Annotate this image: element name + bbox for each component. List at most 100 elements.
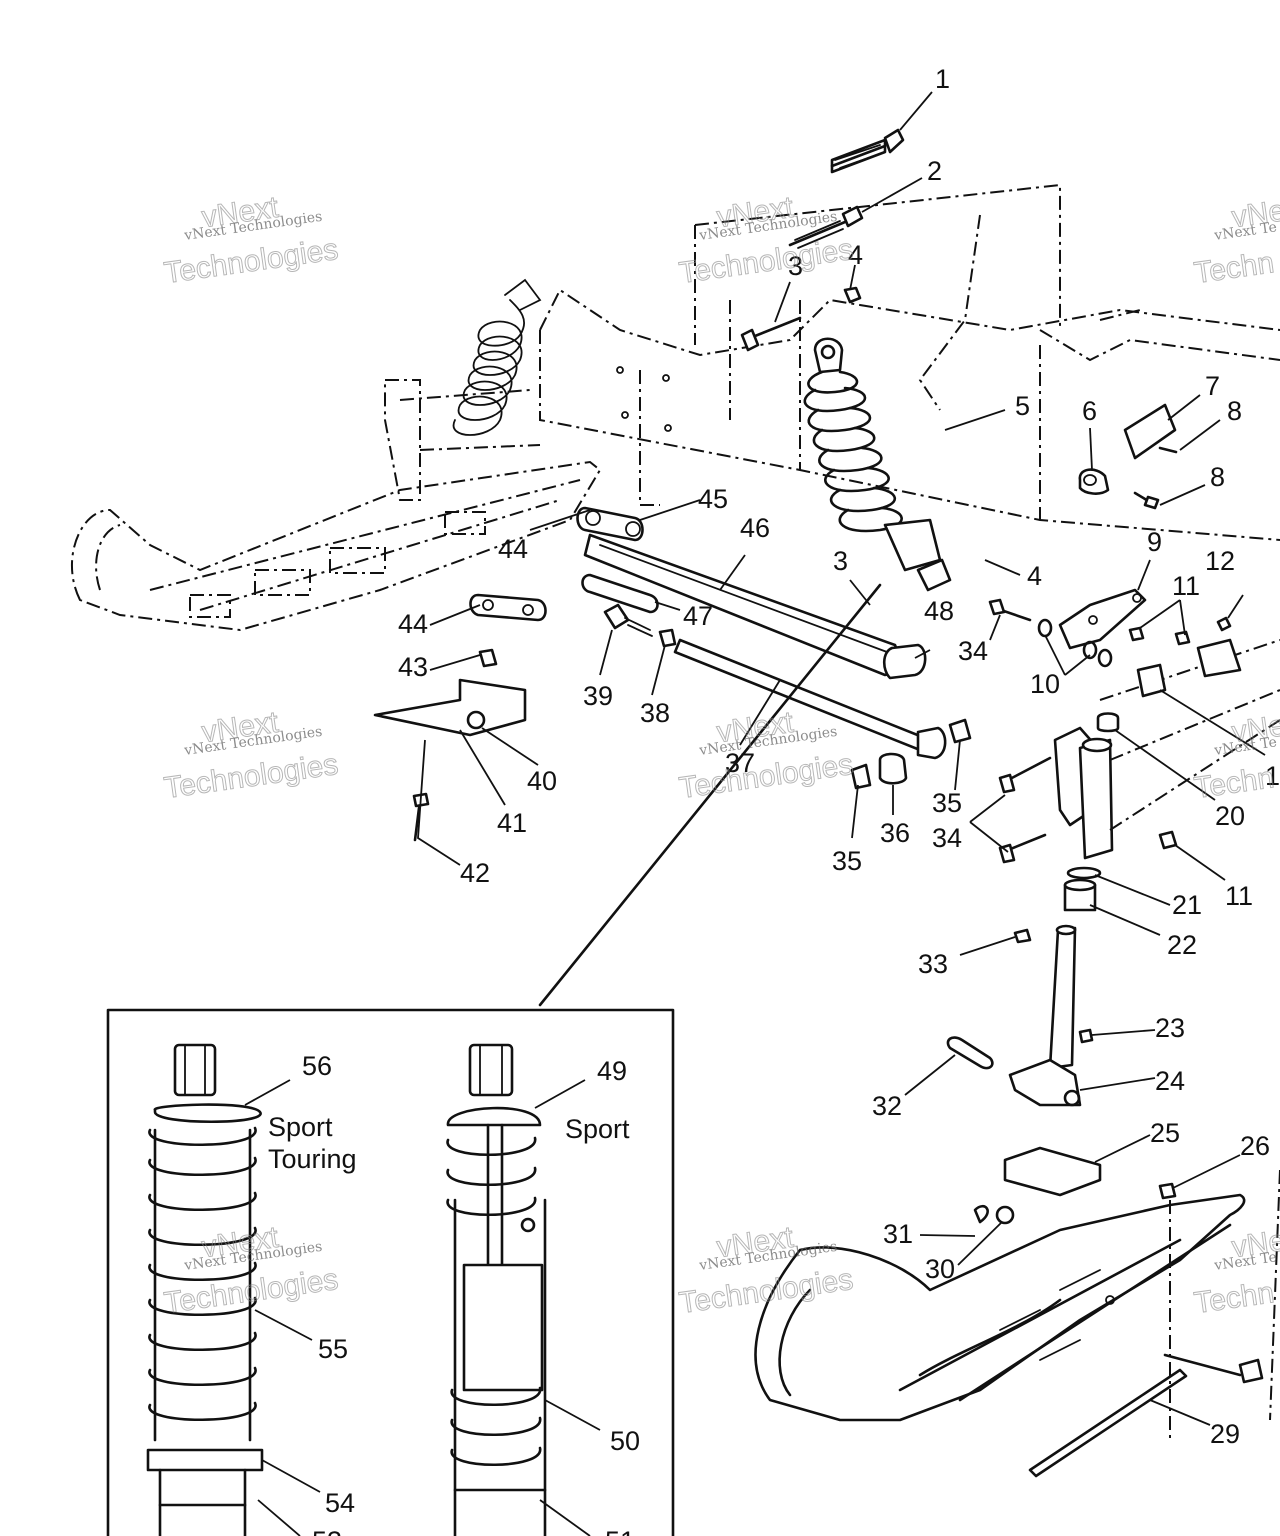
callout-8: 8	[1227, 396, 1242, 426]
ski-spindle-24	[1008, 924, 1082, 1107]
sport-touring-label-line1: Sport	[268, 1112, 333, 1142]
callout-31: 31	[883, 1219, 913, 1249]
callout-29: 29	[1210, 1419, 1240, 1449]
small-parts-23-33	[1013, 928, 1094, 1044]
bolt-2	[788, 205, 864, 249]
callout-11: 11	[1225, 881, 1253, 911]
watermark: vNext vNext Technologies Technologies	[677, 705, 856, 805]
watermark: vNext vNext Technologies Technologies	[677, 190, 856, 290]
callout-44: 44	[498, 534, 528, 564]
callout-47: 47	[683, 601, 713, 631]
part-12	[1216, 616, 1232, 632]
nuts-11	[1128, 626, 1191, 850]
link-plate-44-upper	[576, 506, 644, 542]
fasteners-8	[1133, 446, 1178, 510]
watermark: vNext vNext Technologies Technologies	[162, 1220, 341, 1320]
callout-4: 4	[848, 240, 863, 270]
bolt-1	[830, 128, 905, 174]
spacers-35-36	[850, 718, 972, 790]
callout-7: 7	[1205, 371, 1220, 401]
link-plate-47	[581, 573, 659, 614]
ski-29	[754, 1169, 1280, 1478]
callout-49: 49	[597, 1056, 627, 1086]
ski-saddle-25	[1003, 1146, 1102, 1197]
callout-10: 10	[1030, 669, 1060, 699]
part-6-grommet	[1078, 468, 1110, 495]
callout-5: 5	[1015, 391, 1030, 421]
callout-1: 1	[935, 64, 950, 94]
decal-7	[1123, 403, 1177, 460]
watermark: vNe vNext Te Techn	[1192, 709, 1280, 806]
radius-rod-37-lower	[673, 638, 947, 760]
callout-36: 36	[880, 818, 910, 848]
steering-arm-9	[1058, 588, 1147, 650]
inset-variant-labels: Sport Touring Sport	[268, 1112, 630, 1174]
radius-rod-46-upper	[583, 533, 927, 680]
callout-2: 2	[927, 156, 942, 186]
callout-39: 39	[583, 681, 613, 711]
callout-56: 56	[302, 1051, 332, 1081]
callout-40: 40	[527, 766, 557, 796]
callout-1: 1	[1265, 761, 1280, 791]
shock-absorber-5	[803, 337, 952, 592]
callout-34: 34	[958, 636, 988, 666]
callout-labels: 1 2 3 4 5 6 7 8 8 9 12 11 3 4 45 46 44 4…	[302, 64, 1280, 1536]
bolt-3-upper	[740, 316, 802, 352]
callout-42: 42	[460, 858, 490, 888]
watermark: vNext vNext Technologies Technologies	[677, 1220, 856, 1320]
washer-21-bushing-22	[1063, 866, 1102, 912]
callout-51: 51	[605, 1526, 635, 1536]
left-ski-assembly	[71, 379, 602, 632]
callout-41: 41	[497, 808, 527, 838]
callout-35: 35	[832, 846, 862, 876]
stud-39	[603, 603, 653, 637]
callout-38: 38	[640, 698, 670, 728]
callout-46: 46	[740, 513, 770, 543]
callout-4: 4	[1027, 561, 1042, 591]
bracket-41	[373, 678, 527, 737]
callout-50: 50	[610, 1426, 640, 1456]
frame-bulkhead	[539, 183, 1280, 541]
callout-23: 23	[1155, 1013, 1185, 1043]
callout-11: 11	[1172, 571, 1200, 601]
link-plate-44-lower	[469, 593, 547, 622]
svg-text:Techn: Techn	[1192, 1276, 1276, 1320]
nut-4-upper	[843, 286, 862, 304]
callout-37: 37	[725, 748, 755, 778]
shock-variants-inset	[106, 583, 882, 1536]
svg-text:vNext Te: vNext Te	[1212, 734, 1278, 759]
bushing-32	[946, 1036, 994, 1070]
svg-text:vNe: vNe	[1230, 194, 1280, 234]
parts-26-30-31	[973, 1182, 1177, 1225]
callout-53: 53	[312, 1526, 342, 1536]
svg-text:vNe: vNe	[1230, 709, 1280, 749]
watermark: vNext vNext Technologies Technologies	[162, 705, 341, 805]
svg-text:vNext Te: vNext Te	[1212, 1249, 1278, 1274]
callout-12: 12	[1205, 546, 1235, 576]
nut-43	[478, 648, 498, 668]
callout-34: 34	[932, 823, 962, 853]
svg-text:Techn: Techn	[1192, 246, 1276, 290]
watermark: vNe vNext Te Techn	[1192, 194, 1280, 291]
callout-33: 33	[918, 949, 948, 979]
callout-45: 45	[698, 484, 728, 514]
svg-text:vNext Te: vNext Te	[1212, 219, 1278, 244]
callout-9: 9	[1147, 527, 1162, 557]
callout-20: 20	[1215, 801, 1245, 831]
callout-44: 44	[398, 609, 428, 639]
sport-label: Sport	[565, 1114, 630, 1144]
callout-21: 21	[1172, 890, 1202, 920]
watermark: vNe vNext Te Techn	[1192, 1224, 1280, 1321]
svg-text:vNe: vNe	[1230, 1224, 1280, 1264]
sport-touring-label-line2: Touring	[268, 1144, 357, 1174]
left-shock-absorber	[452, 278, 542, 436]
callout-55: 55	[318, 1334, 348, 1364]
leader-lines	[244, 91, 1266, 1536]
callout-25: 25	[1150, 1118, 1180, 1148]
callout-54: 54	[325, 1488, 355, 1518]
nut-38	[658, 628, 677, 648]
callout-22: 22	[1167, 930, 1197, 960]
callout-32: 32	[872, 1091, 902, 1121]
callout-30: 30	[925, 1254, 955, 1284]
